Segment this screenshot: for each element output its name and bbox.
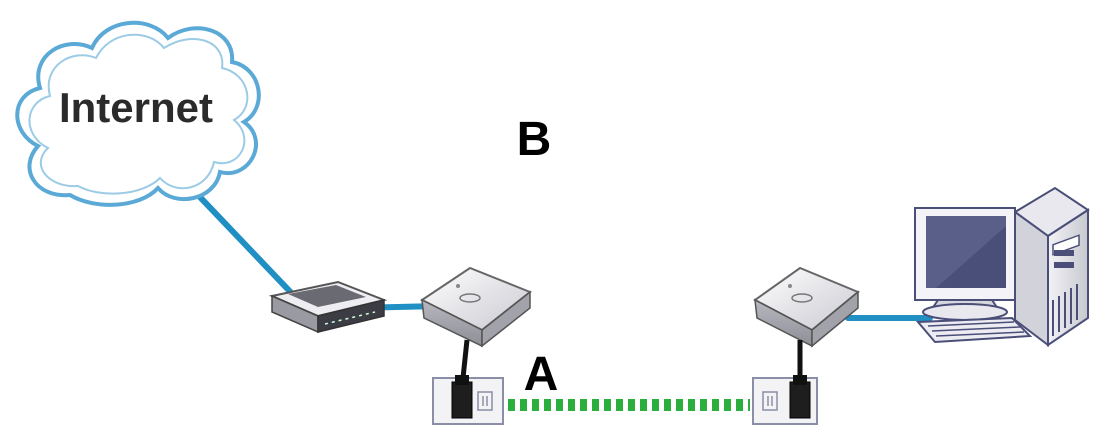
internet-cloud-icon: Internet xyxy=(15,20,261,207)
modem-icon xyxy=(268,280,388,334)
wall-outlet-icon xyxy=(432,375,504,425)
segment-b-label: B xyxy=(517,113,552,166)
desktop-computer-icon xyxy=(914,186,1090,348)
powerline-adapter-icon-2 xyxy=(753,266,860,378)
powerline-adapter-icon xyxy=(420,266,532,379)
wall-outlet-icon-2 xyxy=(752,375,818,425)
segment-a-label: A xyxy=(524,348,559,401)
ethernet-link-cloud-modem xyxy=(195,192,303,305)
cloud-label: Internet xyxy=(59,84,213,131)
